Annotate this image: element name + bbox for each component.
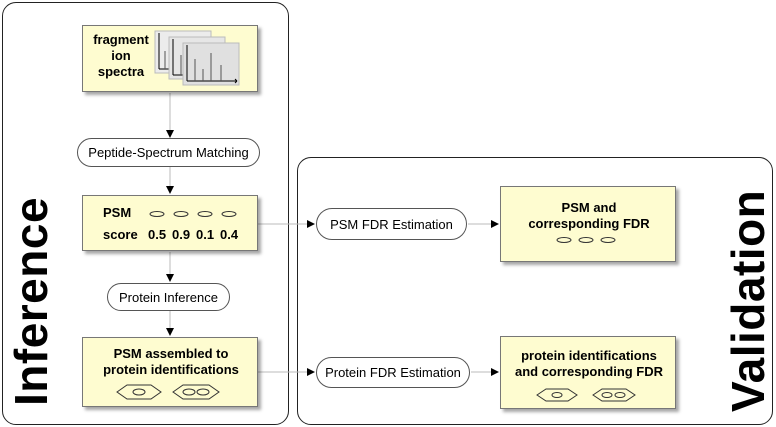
protein-fdr-result-box: protein identifications and correspondin… [500, 336, 676, 409]
psm-row-label: PSM [103, 205, 132, 220]
protein-inference-node: Protein Inference [107, 283, 230, 311]
assembled-line1: PSM assembled to [113, 346, 229, 361]
peptide-spectrum-matching-node: Peptide-Spectrum Matching [77, 138, 260, 167]
psm-oval-2 [173, 211, 189, 217]
assembled-box: PSM assembled to protein identifications [82, 337, 258, 407]
protein-result-line2: and corresponding FDR [514, 364, 664, 379]
score-value-4: 0.4 [220, 227, 239, 242]
validation-title: Validation [722, 189, 774, 412]
inference-title: Inference [5, 196, 57, 406]
score-row-label: score [103, 227, 138, 242]
psm-fdr-estimation-node: PSM FDR Estimation [316, 208, 467, 240]
psm-result-ovals [556, 237, 616, 243]
spectra-label-line3: spectra [97, 64, 145, 79]
psm-fdr-result-box: PSM and corresponding FDR [500, 186, 676, 262]
spectra-box: fragment ion spectra [82, 25, 258, 92]
protein-icon-2 [172, 384, 220, 400]
protein-group-icons [116, 384, 220, 400]
psm-result-line2: corresponding FDR [528, 216, 650, 231]
score-value-2: 0.9 [172, 227, 191, 242]
protein-fdr-estimation-node: Protein FDR Estimation [316, 357, 470, 388]
spectra-label-line2: ion [111, 48, 131, 63]
psm-ovals [149, 211, 237, 217]
score-value-1: 0.5 [148, 227, 167, 242]
protein-result-line1: protein identifications [521, 348, 657, 363]
psm-score-box: PSM score 0.5 0.9 0.1 0.4 [82, 195, 258, 251]
protein-result-icons [536, 388, 636, 402]
psm-oval-4 [221, 211, 237, 217]
protein-icon-1 [116, 384, 162, 400]
psm-result-line1: PSM and [561, 200, 617, 215]
score-value-3: 0.1 [196, 227, 215, 242]
spectra-label-line1: fragment [93, 32, 149, 47]
psm-oval-1 [149, 211, 165, 217]
psm-oval-3 [197, 211, 213, 217]
assembled-line2: protein identifications [103, 362, 239, 377]
spectra-stack-icon [154, 30, 240, 86]
